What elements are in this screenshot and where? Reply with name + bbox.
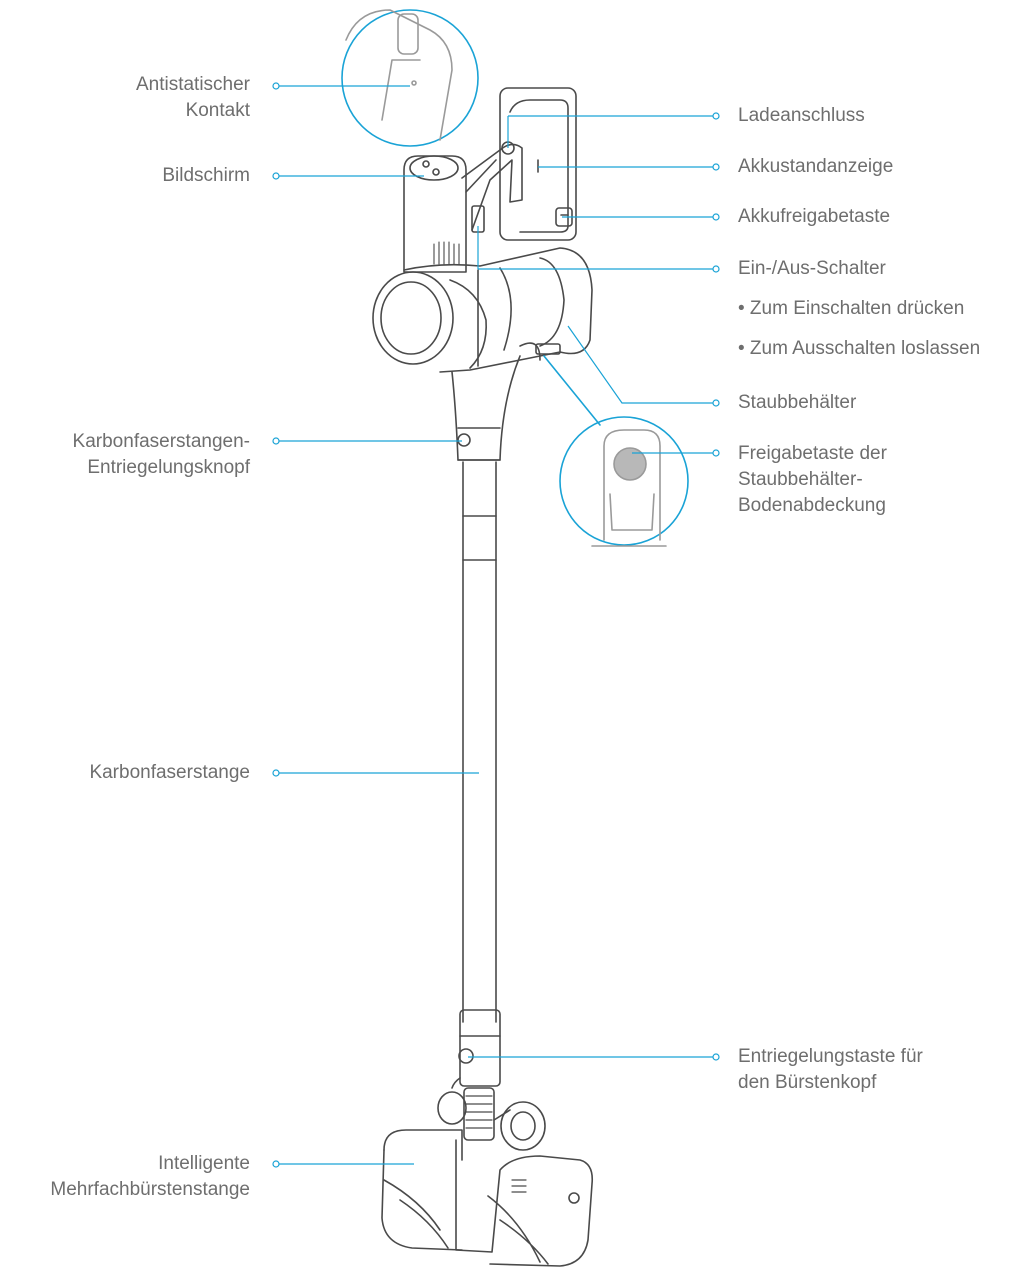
label-line: Bildschirm	[162, 165, 250, 186]
label-charging-port: Ladeanschluss	[738, 103, 865, 129]
vacuum-cleaner-illustration	[341, 9, 689, 1267]
label-line: Ladeanschluss	[738, 105, 865, 126]
label-power-switch: Ein-/Aus-Schalter	[738, 256, 886, 282]
label-line: Freigabetaste der	[738, 443, 887, 464]
motor-body	[372, 247, 593, 373]
screen-column	[403, 155, 467, 273]
neck	[451, 355, 521, 461]
bin-zoom	[543, 355, 689, 546]
label-line: den Bürstenkopf	[738, 1072, 877, 1093]
label-line: Intelligente	[158, 1153, 250, 1174]
label-screen: Bildschirm	[162, 163, 250, 189]
callout-power-switch	[477, 226, 720, 273]
label-line: Akkustandanzeige	[738, 156, 894, 177]
battery-pack	[499, 87, 577, 241]
label-brush-head-release: Entriegelungstaste für den Bürstenkopf	[738, 1044, 923, 1096]
label-carbon-rod: Karbonfaserstange	[89, 760, 250, 786]
label-line: Bodenabdeckung	[738, 495, 886, 516]
callout-battery-release	[562, 213, 720, 221]
carbon-rod	[462, 461, 497, 1023]
label-line: • Zum Ausschalten loslassen	[738, 338, 981, 359]
lower-connector	[451, 1009, 501, 1089]
label-battery-release: Akkufreigabetaste	[738, 204, 890, 230]
label-line: Staubbehälter	[738, 392, 857, 413]
label-line: • Zum Einschalten drücken	[738, 298, 965, 319]
callout-rod-release	[272, 437, 462, 445]
callout-bin-cover-release	[632, 449, 720, 457]
callout-lines	[272, 82, 720, 1168]
spring-joint	[437, 1087, 546, 1151]
label-brush-bar: Intelligente Mehrfachbürstenstange	[50, 1151, 250, 1203]
callout-brush-bar	[272, 1160, 414, 1168]
label-power-press: • Zum Einschalten drücken	[738, 296, 964, 322]
label-line: Staubbehälter-	[738, 469, 863, 490]
label-rod-release: Karbonfaserstangen- Entriegelungsknopf	[73, 429, 250, 481]
label-dust-bin: Staubbehälter	[738, 390, 856, 416]
callout-brush-head-release	[468, 1053, 720, 1061]
label-line: Entriegelungstaste für	[738, 1046, 923, 1067]
label-power-release: • Zum Ausschalten loslassen	[738, 336, 980, 362]
label-bin-cover-release: Freigabetaste der Staubbehälter- Bodenab…	[738, 441, 887, 519]
callout-rod	[272, 769, 479, 777]
antistatic-zoom-detail	[345, 9, 453, 141]
handle	[461, 141, 523, 233]
bin-zoom-detail	[591, 429, 667, 547]
label-line: Mehrfachbürstenstange	[50, 1179, 250, 1200]
label-battery-indicator: Akkustandanzeige	[738, 154, 893, 180]
label-line: Entriegelungsknopf	[87, 457, 250, 478]
callout-charging-port	[507, 112, 720, 148]
callout-battery-indicator	[538, 163, 720, 171]
label-line: Karbonfaserstange	[89, 762, 250, 783]
callout-antistatic	[272, 82, 410, 90]
brush-head	[381, 1129, 594, 1267]
label-line: Antistatischer	[135, 74, 250, 95]
antistatic-zoom	[341, 9, 479, 147]
callout-screen	[272, 172, 424, 180]
label-line: Kontakt	[185, 100, 250, 121]
label-antistatic-contact: Antistatischer Kontakt	[136, 72, 250, 124]
label-line: Akkufreigabetaste	[738, 206, 891, 227]
callout-dust-bin	[567, 325, 720, 407]
label-line: Ein-/Aus-Schalter	[738, 258, 886, 279]
label-line: Karbonfaserstangen-	[72, 431, 250, 452]
